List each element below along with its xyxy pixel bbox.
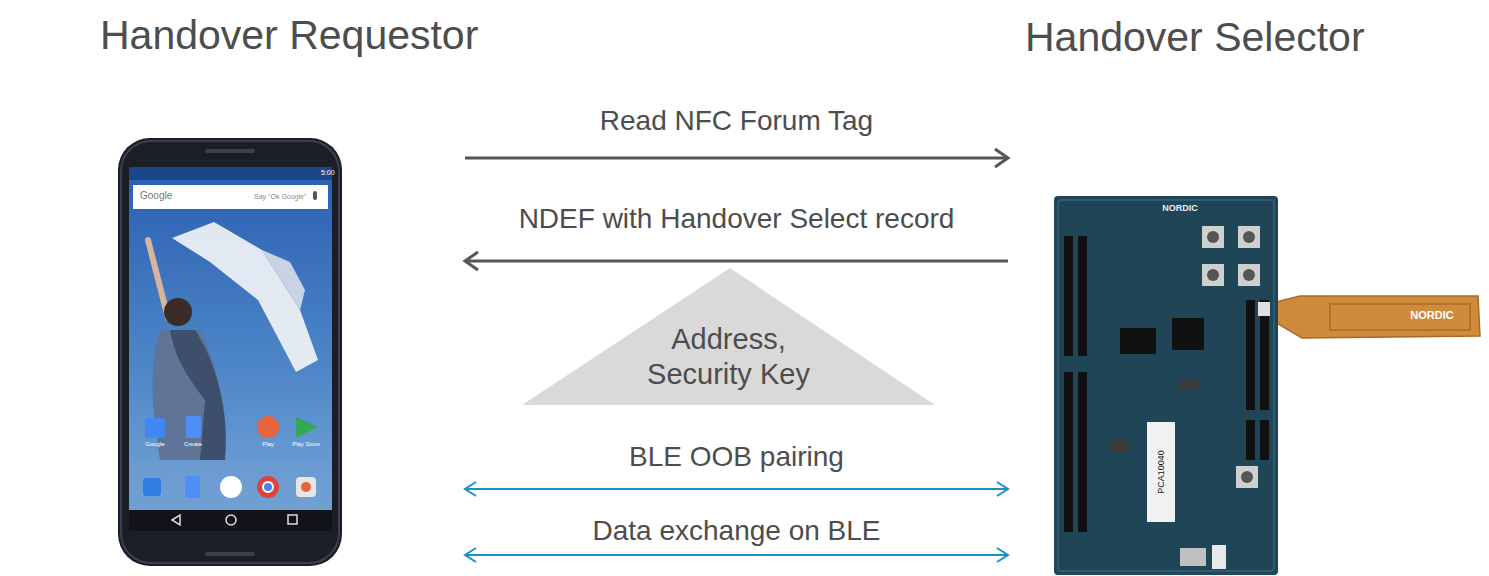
phone-illustration-part: [301, 482, 311, 492]
phone-illustration-part: [172, 515, 180, 525]
board-illustration-part-part: [1172, 318, 1204, 350]
illustration-text: Play Store: [292, 441, 320, 447]
board-illustration-part-part: [1260, 420, 1269, 460]
illustration-text: Google: [140, 191, 172, 201]
board-illustration-part-part: [1241, 471, 1253, 483]
phone-illustration-part: [148, 240, 168, 318]
board-illustration-part-part: [1246, 300, 1255, 410]
arrow-head: [997, 482, 1008, 496]
illustration-text: 5:00: [321, 169, 335, 176]
arrow-label: BLE OOB pairing: [629, 443, 844, 471]
illustration-text: Say "Ok Google": [254, 193, 306, 200]
illustration-text: Create: [184, 441, 202, 447]
arrow-line: [465, 488, 1008, 490]
phone-illustration-part: [164, 298, 192, 326]
phone-illustration-part: [133, 185, 328, 209]
illustration-text: PCA10040: [1157, 450, 1166, 494]
board-illustration-part-part: [1078, 236, 1087, 356]
board-illustration-part: [1202, 226, 1260, 488]
phone-illustration-part: [257, 416, 279, 438]
phone-illustration-part: [118, 138, 342, 566]
arrow-head: [465, 548, 476, 562]
arrow-head: [997, 548, 1008, 562]
phone-illustration-part: [145, 418, 165, 438]
phone-illustration-part: [205, 149, 255, 153]
board-illustration-part-part: [1078, 372, 1087, 532]
arrow-line: [465, 157, 1008, 160]
phone-illustration-part: [226, 515, 236, 525]
arrow-head: [465, 252, 478, 270]
phone-illustration-part: [185, 476, 200, 498]
arrow-head: [995, 149, 1008, 167]
phone-illustration-part: [143, 478, 161, 496]
board-illustration-part-part: [1202, 264, 1224, 286]
arrow-label: NDEF with Handover Select record: [519, 205, 955, 233]
board-illustration-part-part: [1243, 231, 1255, 243]
phone-illustration-part: [262, 250, 305, 310]
phone-illustration-part: [129, 460, 332, 510]
phone-illustration-part: [257, 476, 279, 498]
board-illustration-part: [1054, 196, 1278, 575]
phone-illustration-part: [129, 510, 332, 531]
flow-arrow: [465, 252, 1008, 270]
phone-illustration-part: [263, 482, 273, 492]
phone-illustration-part: [205, 552, 255, 556]
arrow-line: [465, 260, 1008, 263]
phone-illustration-part: [170, 330, 226, 460]
board-illustration-part-part: [1238, 226, 1260, 248]
board-illustration-part: [1258, 302, 1270, 316]
flow-arrow: [465, 149, 1008, 167]
board-illustration-part-part: [1202, 226, 1224, 248]
board-illustration-part: [1110, 440, 1130, 452]
phone-illustration: [118, 138, 342, 566]
arrow-label: Data exchange on BLE: [593, 517, 881, 545]
board-illustration-part: [1207, 231, 1255, 483]
board-illustration-part-part: [1120, 328, 1156, 354]
illustration-text: Google: [145, 441, 164, 447]
board-illustration-part-part: [1207, 231, 1219, 243]
board-illustration: [1054, 196, 1480, 575]
board-illustration-part: [1180, 548, 1206, 566]
board-illustration-part-part: [1207, 269, 1219, 281]
phone-illustration-part: [296, 477, 316, 497]
phone-illustration-part: [313, 191, 317, 200]
triangle-fill: [522, 268, 935, 405]
flow-arrow: [465, 548, 1008, 562]
board-illustration-part: [1147, 422, 1175, 522]
board-illustration-part: [1058, 200, 1274, 571]
device-heading: Handover Selector: [1025, 17, 1365, 58]
board-illustration-part-part: [1260, 300, 1269, 410]
arrow-head: [465, 482, 476, 496]
illustration-text: Play: [262, 441, 274, 447]
phone-illustration-part: [129, 167, 332, 531]
phone-illustration-part: [129, 167, 332, 180]
phone-illustration-part: [288, 515, 297, 524]
phone-illustration-part: [296, 417, 318, 438]
illustration-text: NORDIC: [1162, 204, 1198, 213]
phone-illustration-part: [220, 476, 242, 498]
board-illustration-part-part: [1236, 466, 1258, 488]
arrow-label: Read NFC Forum Tag: [600, 107, 873, 135]
board-illustration-part: [1268, 296, 1480, 338]
board-illustration-part-part: [1064, 372, 1073, 532]
board-illustration-part-part: [1238, 264, 1260, 286]
phone-illustration-part: [186, 416, 201, 438]
triangle-callout: Address, Security Key: [522, 268, 935, 405]
board-illustration-part-part: [1064, 236, 1073, 356]
illustration-text: NORDIC: [1410, 310, 1453, 321]
board-illustration-part: [1330, 304, 1470, 330]
board-illustration-part: [1212, 545, 1226, 569]
callout-text: Address, Security Key: [622, 322, 835, 392]
board-illustration-part-part: [1246, 420, 1255, 460]
board-illustration-part: [1064, 236, 1269, 532]
flow-arrow: [465, 482, 1008, 496]
device-heading: Handover Requestor: [100, 15, 478, 56]
arrow-line: [465, 554, 1008, 556]
phone-illustration-part: [121, 141, 339, 563]
board-illustration-part: [1180, 380, 1198, 390]
board-illustration-part-part: [1243, 269, 1255, 281]
device-node: Handover Selector: [1008, 190, 1480, 576]
